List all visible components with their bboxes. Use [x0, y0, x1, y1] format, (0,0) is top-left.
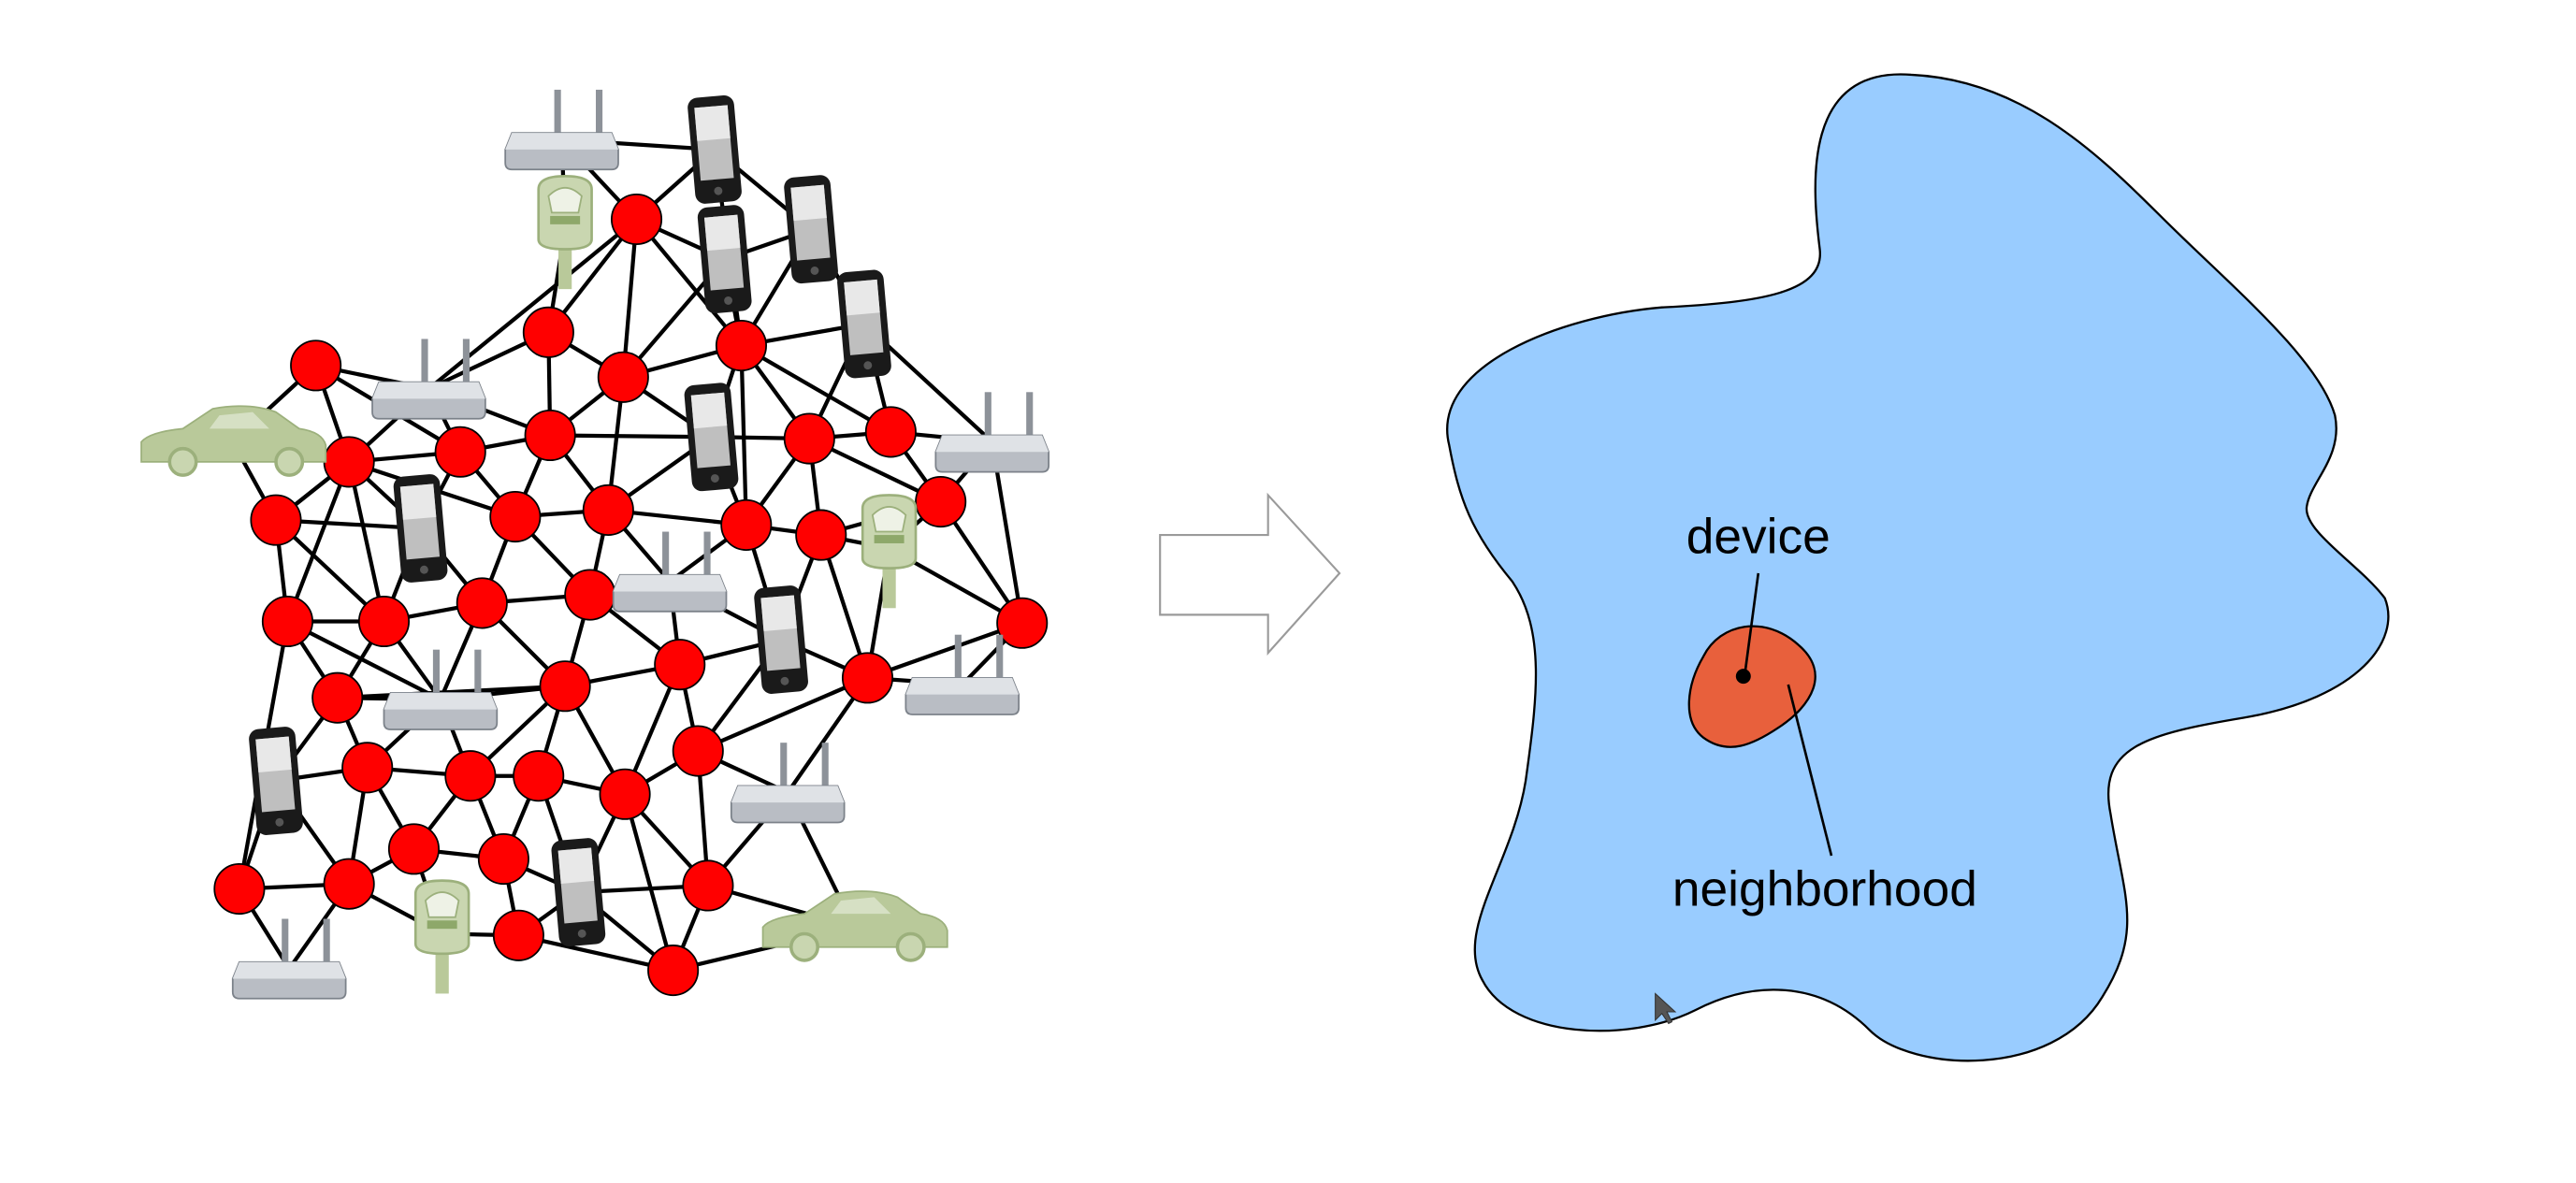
network-node — [323, 858, 375, 910]
neighborhood-callout-line — [1787, 684, 1833, 857]
network-node — [456, 577, 508, 629]
network-node — [582, 483, 634, 536]
network-node — [864, 406, 917, 458]
network-edge — [866, 621, 1023, 680]
network-node — [611, 193, 663, 246]
network-node — [783, 412, 835, 465]
network-edge — [739, 345, 748, 526]
network-edge — [285, 461, 352, 623]
network-edge — [634, 218, 744, 347]
network-edge — [286, 619, 441, 701]
wireless-router-icon — [730, 742, 846, 824]
network-edge — [517, 933, 674, 973]
neighborhood-label: neighborhood — [1672, 861, 1977, 916]
network-node — [250, 494, 302, 546]
smartphone-icon — [248, 726, 304, 836]
network-node — [795, 509, 847, 561]
car-icon — [139, 404, 328, 477]
network-edge — [697, 675, 869, 754]
network-node — [213, 862, 266, 916]
network-edge — [347, 461, 386, 622]
network-node — [599, 768, 651, 820]
network-node — [720, 498, 773, 551]
wireless-router-icon — [231, 917, 347, 1000]
network-node — [290, 339, 342, 392]
device-callout-line — [1744, 572, 1760, 673]
network-node — [489, 491, 542, 543]
parking-meter-icon — [537, 174, 593, 291]
network-node — [915, 476, 967, 528]
network-node — [444, 750, 497, 802]
smartphone-icon — [836, 268, 892, 380]
network-node — [492, 909, 544, 961]
wireless-router-icon — [904, 633, 1020, 715]
network-node — [341, 742, 394, 794]
smartphone-icon — [683, 382, 740, 493]
smartphone-icon — [783, 174, 839, 284]
parking-meter-icon — [861, 494, 918, 610]
network-node — [434, 426, 486, 478]
network-node — [564, 569, 616, 621]
network-node — [387, 823, 441, 875]
network-node — [654, 639, 706, 691]
network-node — [539, 660, 591, 713]
neighborhood-region — [1687, 625, 1816, 748]
network-nodes — [213, 193, 1049, 997]
network-node — [597, 351, 649, 403]
network-node — [841, 652, 894, 704]
network-edge — [740, 343, 892, 434]
network-edge — [623, 793, 675, 972]
network-node — [513, 750, 565, 802]
network-node — [524, 409, 576, 462]
network-node — [682, 859, 734, 912]
network-node — [323, 436, 375, 488]
network-node — [647, 945, 700, 997]
field-region — [1446, 73, 2390, 1062]
car-icon — [760, 889, 949, 962]
network-node — [522, 306, 574, 358]
network-edge — [621, 219, 639, 378]
device-dot — [1735, 669, 1751, 685]
network-node — [996, 597, 1049, 649]
network-node — [477, 833, 529, 886]
device-label: device — [1686, 510, 1831, 565]
network-edge — [550, 433, 712, 440]
network-node — [311, 671, 364, 724]
smartphone-icon — [550, 837, 607, 947]
wireless-router-icon — [612, 530, 728, 613]
wireless-router-icon — [383, 648, 499, 730]
network-node — [261, 595, 313, 648]
network-node — [715, 320, 768, 372]
parking-meter-icon — [413, 879, 470, 995]
mouse-cursor-icon — [1655, 992, 1677, 1025]
smartphone-icon — [392, 473, 449, 584]
device-network — [139, 89, 1050, 1000]
smartphone-icon — [696, 204, 753, 314]
wireless-router-icon — [504, 89, 619, 171]
smartphone-icon — [687, 94, 743, 205]
smartphone-icon — [753, 584, 809, 695]
network-node — [357, 595, 411, 648]
right-arrow-icon — [1159, 492, 1341, 656]
network-node — [672, 725, 724, 777]
